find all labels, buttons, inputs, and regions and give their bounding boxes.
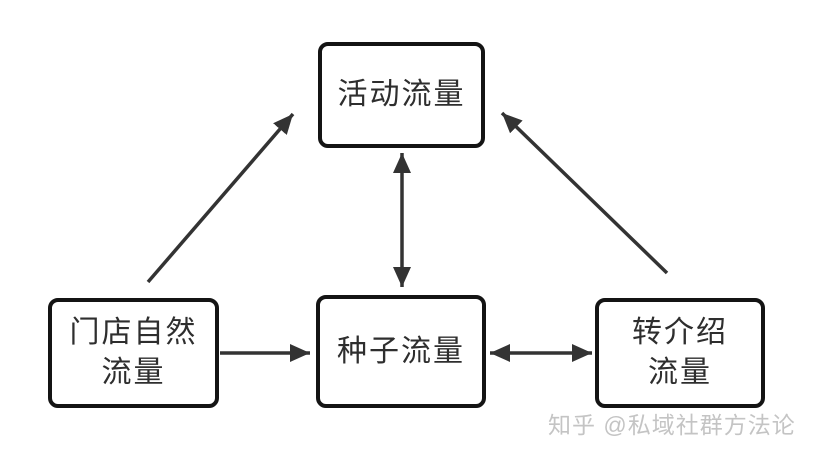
node-activity-traffic-label: 活动流量 [337,78,466,112]
arrow-store-to-activity [146,112,295,284]
node-activity-traffic: 活动流量 [318,42,485,148]
node-seed-traffic: 种子流量 [316,295,486,408]
node-store-natural-traffic: 门店自然 流量 [48,298,219,408]
arrow-referral-to-activity [500,111,669,275]
watermark-zhihu: 知乎 @私域社群方法论 [548,412,796,438]
node-referral-traffic: 转介绍 流量 [595,298,765,408]
node-seed-traffic-label: 种子流量 [337,334,465,368]
node-store-natural-traffic-label: 门店自然 流量 [69,316,198,389]
node-referral-traffic-label: 转介绍 流量 [632,316,728,389]
